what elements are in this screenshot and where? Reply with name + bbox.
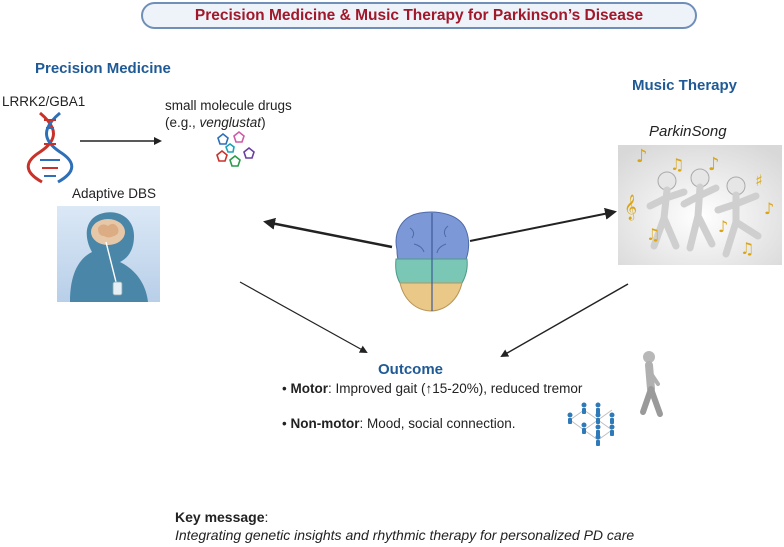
dancers-icon: ♪ ♫ ♪ ♯ 𝄞 ♫ ♪ ♫ ♪ [618, 145, 782, 265]
key-message-text: Integrating genetic insights and rhythmi… [175, 527, 635, 543]
svg-text:♪: ♪ [636, 146, 648, 167]
svg-text:♫: ♫ [740, 239, 754, 258]
brain-icon [395, 211, 470, 312]
gene-label: LRRK2/GBA1 [2, 94, 86, 109]
nonmotor-bullet: • Non-motor: Mood, social connection. [282, 416, 516, 431]
svg-text:♫: ♫ [646, 225, 660, 244]
dbs-head-icon [57, 206, 160, 302]
precision-medicine-heading: Precision Medicine [35, 60, 171, 77]
drugs-label: small molecule drugs [165, 98, 292, 113]
brain-to-precision-arrow [263, 217, 393, 249]
parkinsong-label: ParkinSong [649, 123, 727, 140]
music-therapy-heading: Music Therapy [632, 77, 738, 94]
outcome-heading: Outcome [378, 361, 444, 378]
precision-to-outcome-arrow [239, 281, 368, 353]
svg-text:♪: ♪ [708, 154, 720, 175]
key-message-label: Key message: [175, 509, 269, 525]
svg-text:♫: ♫ [670, 155, 684, 174]
brain-to-music-arrow [469, 207, 617, 242]
diagram-title: Precision Medicine & Music Therapy for P… [194, 6, 644, 24]
people-network-icon [567, 402, 615, 446]
svg-text:♯: ♯ [755, 171, 763, 190]
dna-icon [26, 111, 74, 184]
motor-bullet: • Motor: Improved gait (↑15-20%), reduce… [282, 381, 583, 396]
molecules-icon [216, 130, 255, 167]
svg-text:♪: ♪ [764, 199, 774, 218]
dbs-label: Adaptive DBS [72, 186, 157, 201]
svg-text:♪: ♪ [718, 217, 728, 236]
svg-text:𝄞: 𝄞 [624, 194, 637, 220]
title-banner: Precision Medicine & Music Therapy for P… [141, 2, 697, 29]
drugs-example: (e.g., venglustat) [165, 115, 266, 130]
walking-person-icon [640, 351, 663, 417]
music-to-outcome-arrow [500, 283, 629, 357]
